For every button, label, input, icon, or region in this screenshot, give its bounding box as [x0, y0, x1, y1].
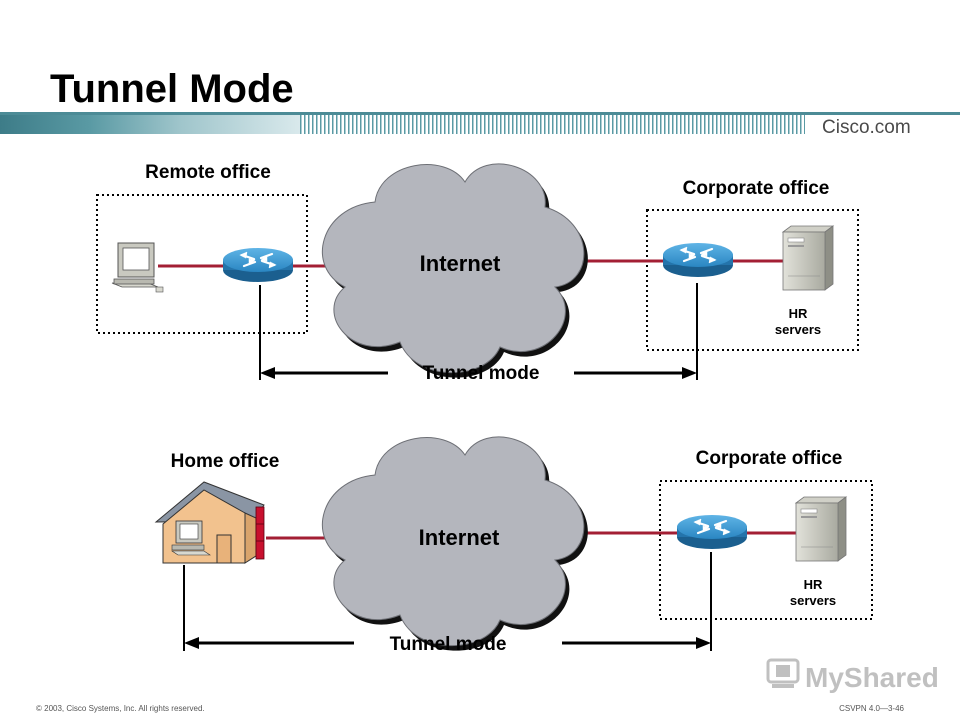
watermark: MyShared [766, 658, 939, 693]
hr-servers-label-line1: HR [804, 577, 823, 592]
header-bar [0, 115, 300, 134]
corporate-office-boundary [646, 209, 859, 351]
hr-servers-label-line2: servers [790, 593, 836, 608]
header-stripes [300, 115, 805, 134]
hr-servers-label-line1: HR [789, 306, 808, 321]
home-office-label: Home office [171, 451, 280, 472]
brand-logo: Cisco.com [822, 117, 911, 138]
corporate-office-boundary [659, 480, 873, 620]
top-scenario: Remote office Corporate office Internet … [96, 162, 859, 384]
corporate-office-label: Corporate office [683, 178, 830, 199]
router-icon [221, 246, 295, 284]
title-underline [0, 112, 960, 115]
footer-course-id: CSVPN 4.0—3-46 [839, 704, 904, 713]
slide-title: Tunnel Mode [50, 67, 294, 111]
tunnel-mode-label: Tunnel mode [423, 363, 540, 384]
workstation-icon [171, 520, 211, 556]
tunnel-arrow [183, 552, 712, 651]
watermark-icon [766, 658, 800, 688]
house-icon [154, 481, 265, 564]
hr-servers-label-line2: servers [775, 322, 821, 337]
watermark-text: MyShared [805, 662, 939, 693]
firewall-icon [255, 506, 265, 560]
server-icon [795, 496, 847, 562]
internet-label: Internet [419, 525, 500, 550]
tunnel-mode-label: Tunnel mode [390, 634, 507, 655]
internet-label: Internet [420, 251, 501, 276]
router-icon [661, 241, 735, 279]
tunnel-arrow [259, 283, 698, 380]
remote-office-boundary [96, 194, 308, 334]
corporate-office-label: Corporate office [696, 448, 843, 469]
footer-copyright: © 2003, Cisco Systems, Inc. All rights r… [36, 704, 205, 713]
workstation-icon [111, 242, 164, 293]
router-icon [675, 513, 749, 551]
remote-office-label: Remote office [145, 162, 271, 183]
server-icon [782, 225, 834, 291]
bottom-scenario: Home office Corporate office Internet [154, 436, 873, 655]
